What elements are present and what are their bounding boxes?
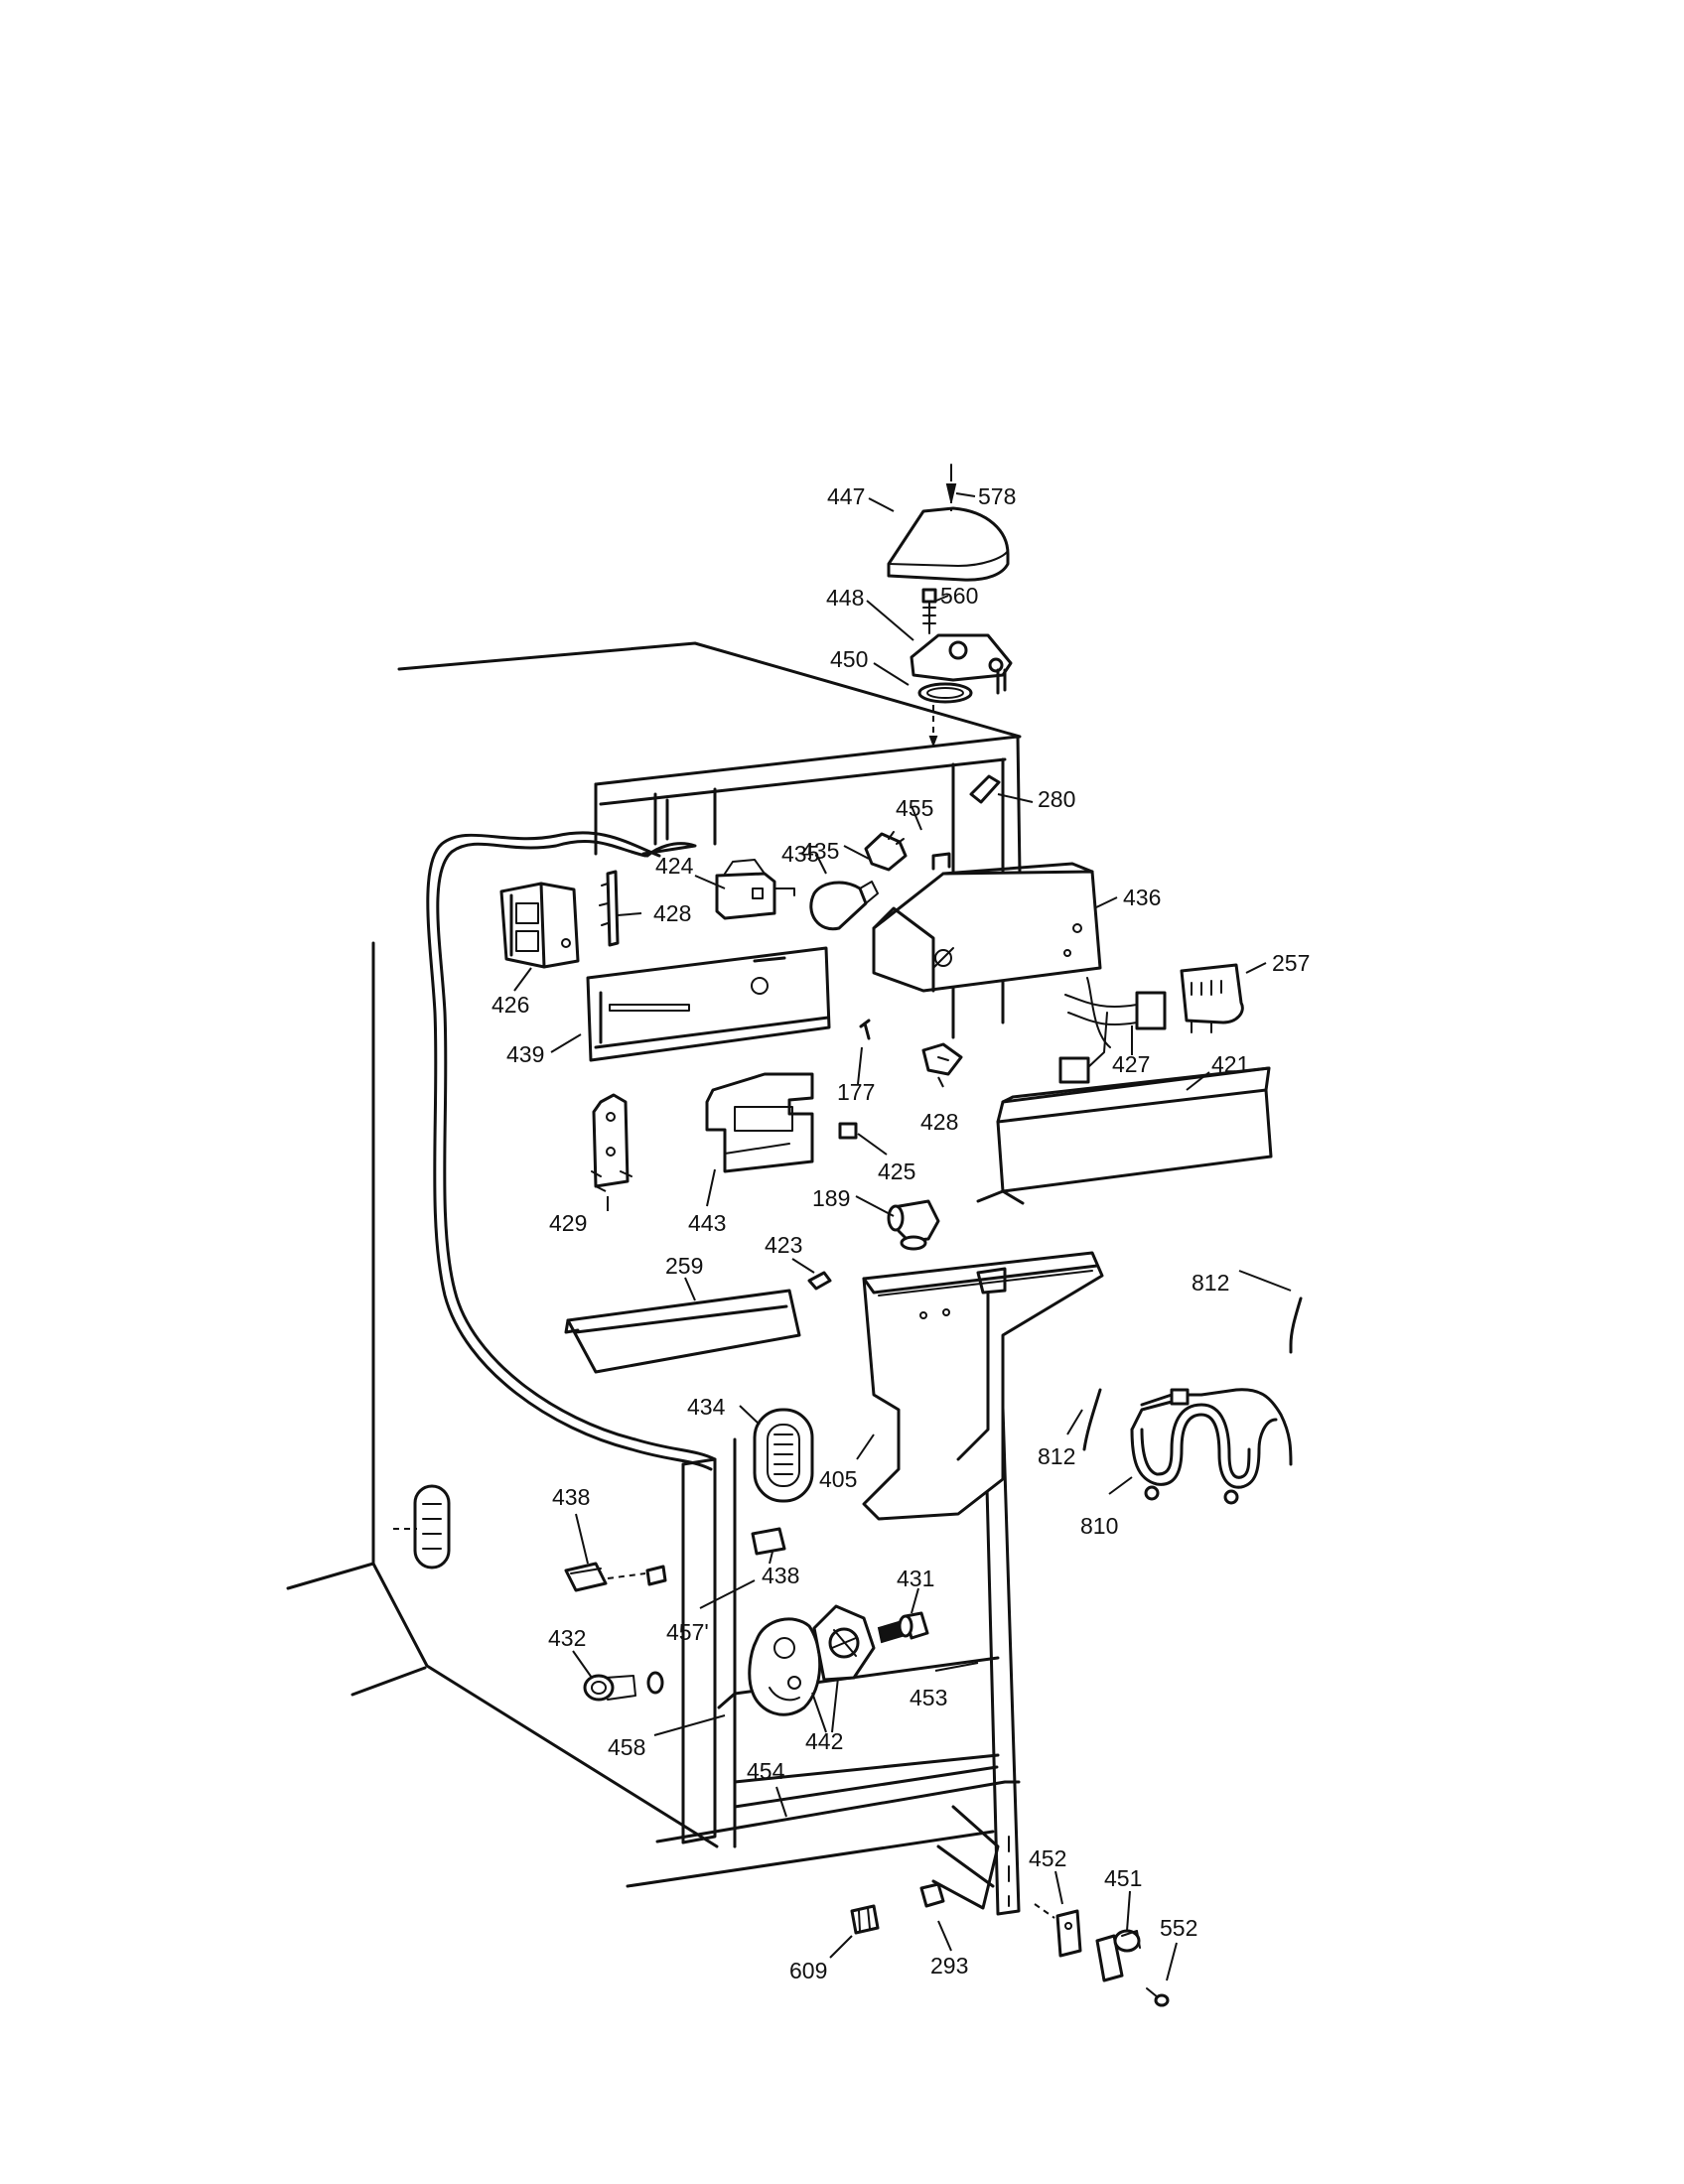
part-436-light-shield [872, 852, 1102, 993]
tube-812-mid [1082, 1388, 1102, 1451]
part-431 [898, 1611, 929, 1640]
callout-423: 423 [765, 1232, 802, 1258]
callout-450: 450 [830, 646, 868, 672]
part-427-harness [1058, 977, 1167, 1084]
callout-421: 421 [1211, 1051, 1249, 1077]
callout-552: 552 [1160, 1915, 1197, 1941]
part-280 [969, 774, 1001, 804]
callout-424: 424 [655, 853, 694, 879]
part-447-cover [887, 506, 1010, 582]
callout-189: 189 [812, 1185, 850, 1211]
part-443-plate [705, 1072, 814, 1173]
wire-harness [436, 840, 717, 1461]
part-448-hinge [910, 633, 1013, 695]
part-442-control [748, 1604, 904, 1716]
callout-293: 293 [930, 1953, 968, 1979]
part-423 [807, 1271, 832, 1291]
callout-405: 405 [819, 1466, 857, 1492]
part-428-knob [921, 1042, 963, 1076]
callout-431: 431 [897, 1566, 934, 1591]
part-293 [919, 1882, 945, 1908]
part-189-fitting [887, 1199, 940, 1251]
screw-560 [921, 588, 937, 634]
part-452-shim [1055, 1909, 1082, 1958]
callout-812a: 812 [1192, 1270, 1229, 1296]
callout-439: 439 [506, 1041, 544, 1067]
callout-609: 609 [789, 1958, 827, 1983]
callout-454: 454 [747, 1758, 785, 1784]
part-609 [850, 1904, 880, 1935]
callout-259: 259 [665, 1253, 703, 1279]
callout-578: 578 [978, 483, 1016, 509]
callout-812b: 812 [1038, 1443, 1075, 1469]
callout-810: 810 [1080, 1513, 1118, 1539]
part-438-left [564, 1562, 608, 1592]
callout-560: 560 [940, 583, 978, 609]
part-426-bracket [499, 882, 580, 969]
part-425 [838, 1122, 858, 1140]
part-439-bracket [586, 946, 831, 1062]
callout-429: 429 [549, 1210, 587, 1236]
callout-435a: 435 [801, 838, 839, 864]
callout-452: 452 [1029, 1845, 1066, 1871]
callout-435b: 435 [781, 841, 819, 867]
callout-455: 455 [896, 795, 933, 821]
callout-427: 427 [1112, 1051, 1150, 1077]
part-435-socket [864, 831, 908, 872]
leader-lines [513, 492, 1292, 1981]
callout-438a: 438 [552, 1484, 590, 1510]
callout-451: 451 [1104, 1865, 1142, 1891]
callout-448: 448 [826, 585, 864, 611]
callout-257: 257 [1272, 950, 1310, 976]
callout-177: 177 [837, 1079, 875, 1105]
callout-434: 434 [687, 1394, 726, 1420]
vent-grille [393, 1484, 451, 1570]
part-428-clip-top [599, 870, 620, 947]
callout-432: 432 [548, 1625, 586, 1651]
callout-280: 280 [1038, 786, 1075, 812]
callout-443: 443 [688, 1210, 726, 1236]
part-810-heater [1130, 1388, 1293, 1505]
callout-438b: 438 [762, 1563, 799, 1588]
part-435-bulb [809, 881, 879, 931]
callout-457: 457' [666, 1619, 709, 1645]
callout-442: 442 [805, 1728, 843, 1754]
callout-425: 425 [878, 1159, 915, 1184]
washer-450 [917, 682, 973, 704]
part-405-duct [862, 1251, 1104, 1521]
part-424-switch [715, 859, 795, 920]
part-429-bracket [591, 1093, 632, 1188]
callout-447: 447 [827, 483, 865, 509]
tube-812-top [1289, 1297, 1303, 1347]
part-438-right [751, 1527, 786, 1556]
part-259-cover [564, 1289, 801, 1374]
callout-453: 453 [910, 1685, 947, 1710]
screw-552 [1146, 1987, 1170, 2007]
part-451-hinge [1095, 1929, 1141, 1982]
callout-436: 436 [1123, 885, 1161, 910]
part-434-grille [753, 1408, 814, 1503]
part-438-socket-hole [645, 1565, 667, 1586]
callout-428a: 428 [653, 900, 691, 926]
screw-177 [859, 1019, 871, 1040]
callout-458: 458 [608, 1734, 645, 1760]
callout-428b: 428 [920, 1109, 958, 1135]
center-mullion [681, 1406, 1021, 1916]
part-432 [583, 1671, 664, 1702]
part-257-timer [1180, 963, 1244, 1033]
callout-426: 426 [491, 992, 529, 1018]
part-421-trough [976, 1066, 1273, 1205]
